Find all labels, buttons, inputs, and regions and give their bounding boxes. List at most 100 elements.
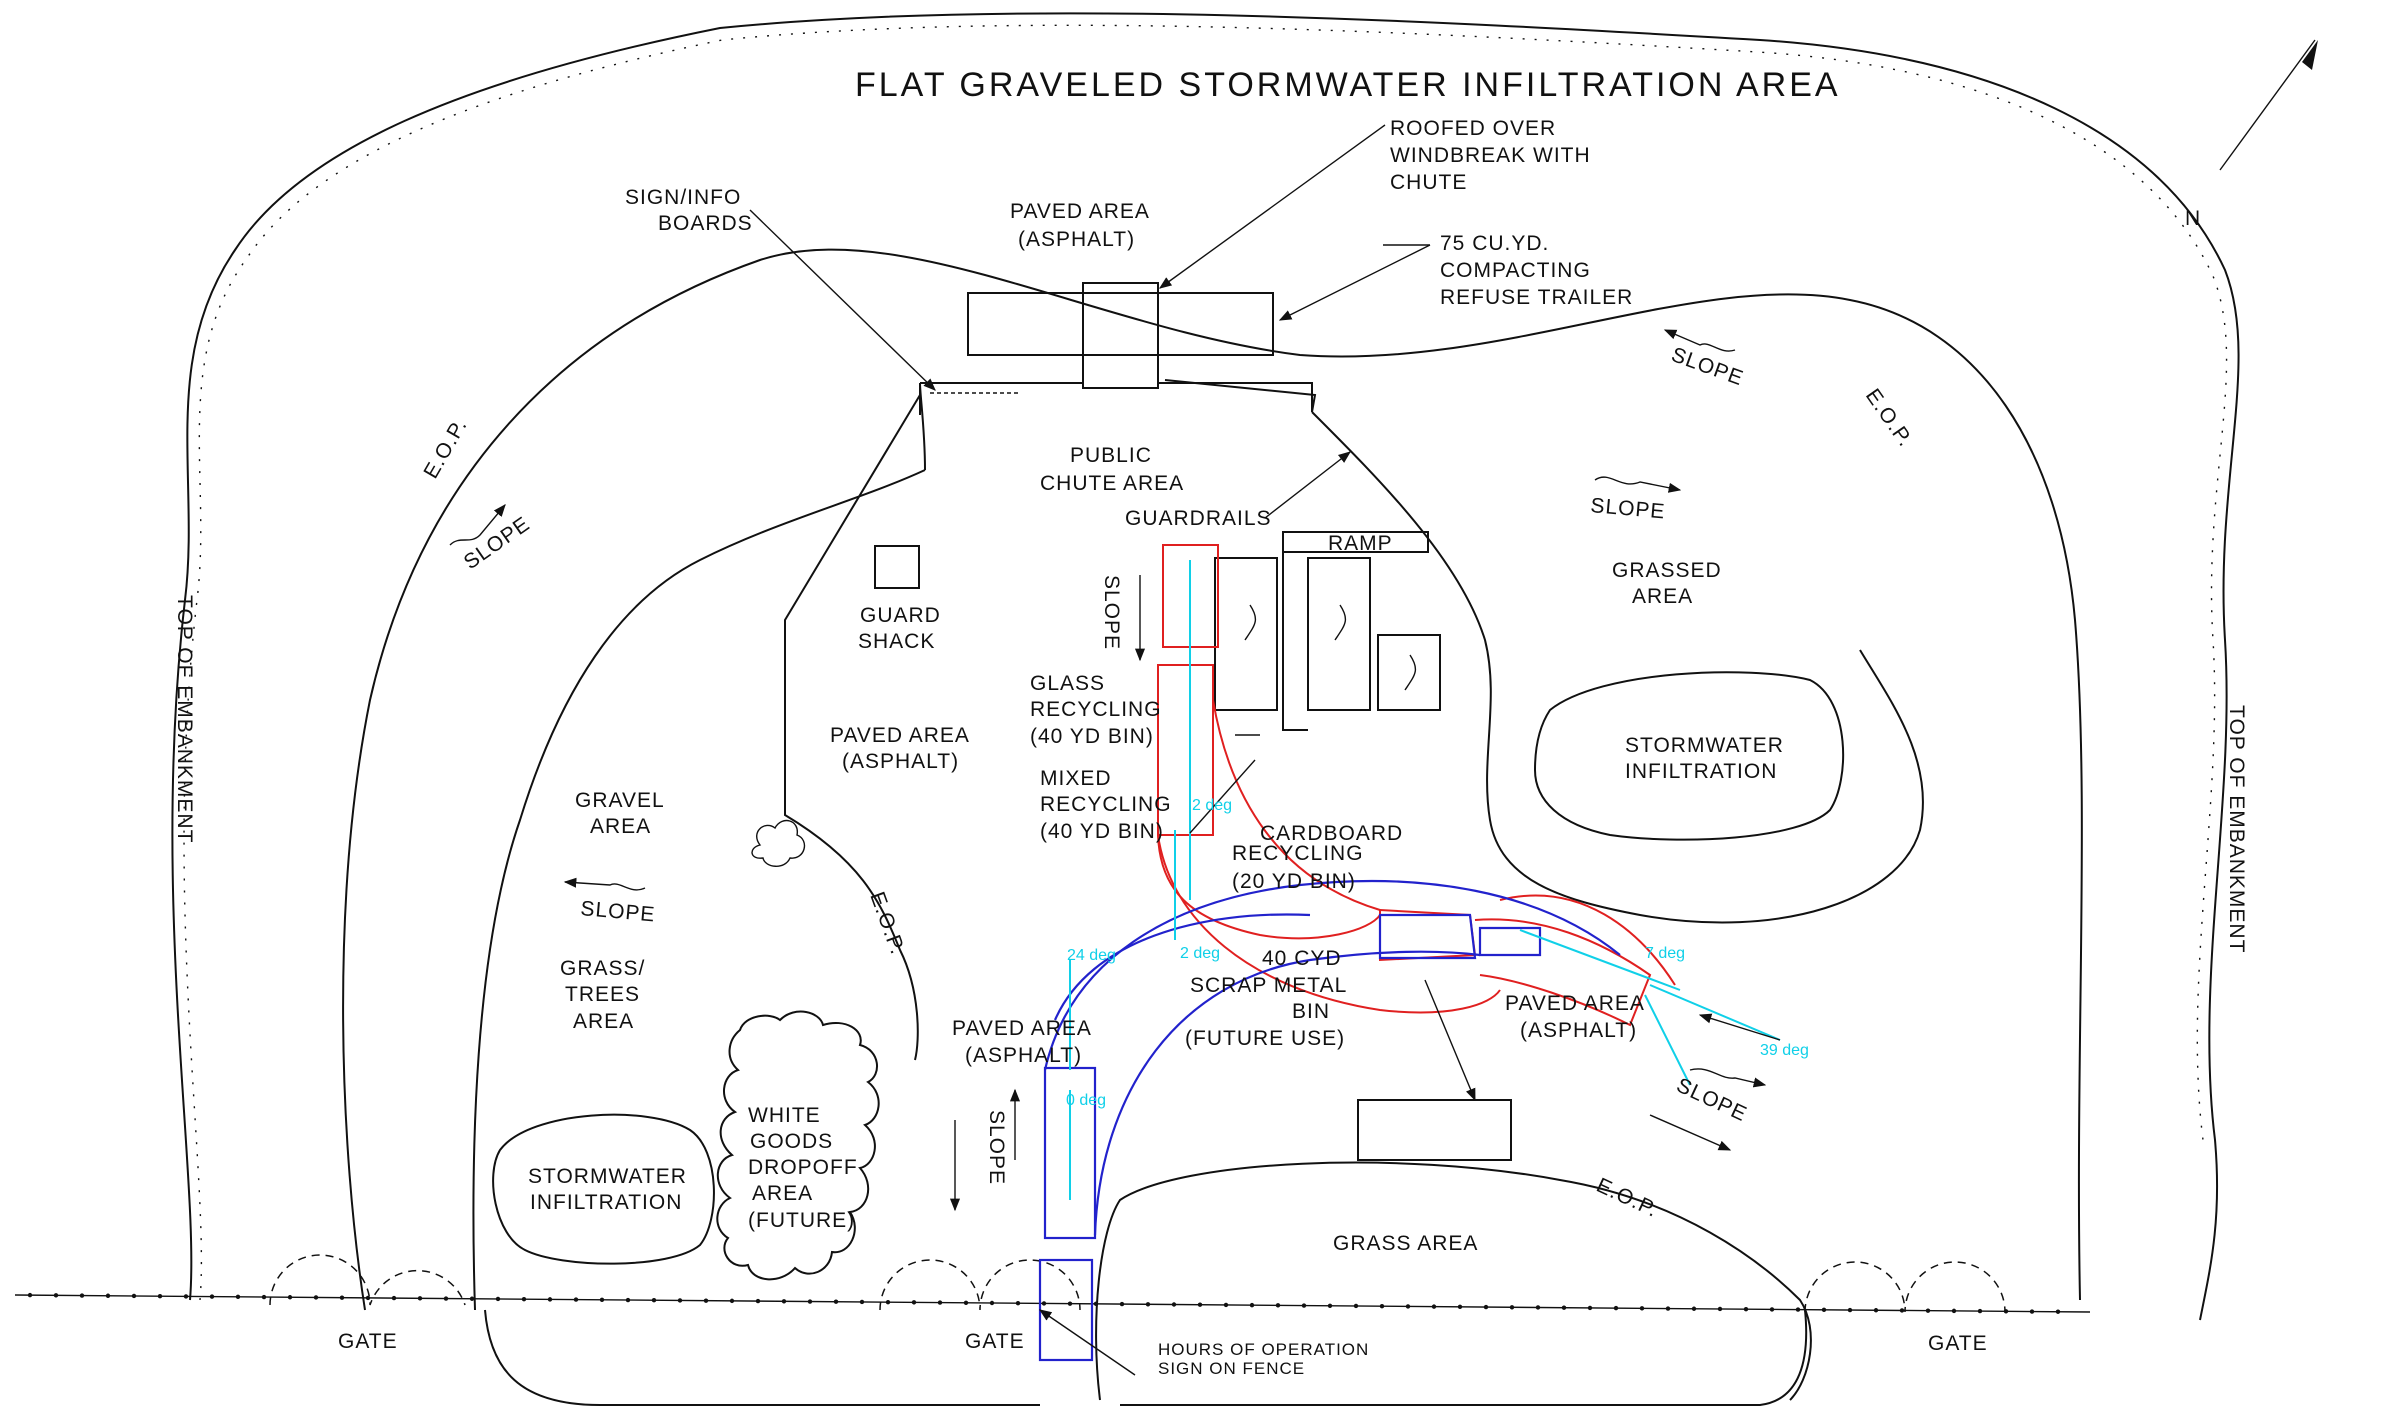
trailer-label-2: COMPACTING: [1440, 259, 1591, 282]
north-arrow-icon: [2219, 39, 2318, 171]
outer-embankment-edge: [171, 12, 2240, 1321]
glass-label-3: (40 YD BIN): [1030, 725, 1154, 748]
stormwater-pond-right: [1533, 671, 1845, 841]
grass-trees-label-3: AREA: [573, 1010, 634, 1033]
gate-arcs: [269, 1254, 2006, 1313]
fence-post: [1873, 1308, 1879, 1313]
north-label: N: [2185, 207, 2201, 230]
paved-mid-label-1: PAVED AREA: [830, 724, 970, 747]
fence-post: [1561, 1305, 1567, 1310]
fence-post: [1353, 1303, 1359, 1309]
fence-post: [1483, 1304, 1489, 1310]
fence-post: [443, 1296, 449, 1301]
fence-post: [1977, 1308, 1983, 1314]
slope-label-right: SLOPE: [1673, 1074, 1751, 1127]
gravel-label-1: GRAVEL: [575, 789, 665, 812]
guard-shack-label-1: GUARD: [860, 604, 941, 627]
fence-post: [1301, 1303, 1307, 1308]
grass-trees-label-2: TREES: [565, 983, 640, 1006]
fence-post: [157, 1293, 163, 1299]
sign-info-label-1: SIGN/INFO: [625, 186, 741, 209]
grass-trees-label-1: GRASS/: [560, 957, 645, 980]
fence-post: [833, 1299, 839, 1304]
stormwater-right-label-1: STORMWATER: [1625, 734, 1784, 757]
fence-post: [1951, 1308, 1957, 1314]
gravel-label-2: AREA: [590, 815, 651, 838]
fence-post: [625, 1297, 631, 1303]
stormwater-left-label-1: STORMWATER: [528, 1165, 687, 1188]
guard-shack-label-2: SHACK: [858, 630, 935, 653]
fence-post: [1431, 1304, 1437, 1309]
chute-box: [1082, 354, 1159, 389]
fence-post: [1249, 1302, 1255, 1308]
grassed-label-2: AREA: [1632, 585, 1693, 608]
cardboard-bin-rect: [1377, 634, 1441, 711]
fence-post: [365, 1295, 371, 1301]
paved-mid-label-2: (ASPHALT): [842, 750, 959, 773]
eop-label-left: E.O.P.: [419, 415, 471, 483]
roofed-windbreak-rect: [1082, 282, 1159, 389]
fence-post: [1223, 1302, 1229, 1308]
fence-post: [1067, 1301, 1073, 1306]
angle-label-0: 0 deg: [1066, 1092, 1106, 1109]
fence-post: [1171, 1302, 1177, 1307]
fence-post: [261, 1294, 267, 1300]
fence-post: [1015, 1301, 1021, 1306]
fence-post: [1665, 1306, 1671, 1311]
fence-post: [729, 1298, 735, 1304]
paved-right-label-1: PAVED AREA: [1505, 992, 1645, 1015]
stormwater-left-label-2: INFILTRATION: [530, 1191, 682, 1214]
roofed-label-2: WINDBREAK WITH: [1390, 144, 1591, 167]
white-goods-label-1: WHITE: [748, 1104, 821, 1127]
fence-post: [469, 1296, 475, 1301]
grass-area-boundary: [1095, 1161, 1812, 1401]
shrub-icon: [751, 819, 806, 867]
fence-post: [885, 1299, 891, 1305]
eop-label-right: E.O.P.: [1861, 385, 1917, 452]
compacting-trailer-rect: [967, 292, 1274, 356]
angle-label-39: 39 deg: [1760, 1042, 1809, 1059]
fence-post: [1535, 1305, 1541, 1310]
angle-label-2-upper: 2 deg: [1192, 797, 1232, 814]
gate-label-left: GATE: [338, 1330, 398, 1353]
lower-left-pad: [484, 1309, 1040, 1406]
ramp-rect: [1282, 531, 1429, 553]
sign-info-label-2: BOARDS: [658, 212, 753, 235]
public-chute-label-2: CHUTE AREA: [1040, 472, 1184, 495]
slope-label-left: SLOPE: [460, 512, 535, 574]
fence-post: [859, 1299, 865, 1305]
scrap-label-2: SCRAP METAL: [1190, 974, 1347, 997]
glass-label-2: RECYCLING: [1030, 698, 1162, 721]
paved-top-label-2: (ASPHALT): [1018, 228, 1135, 251]
ramp-label: RAMP: [1328, 532, 1393, 555]
roofed-label-3: CHUTE: [1390, 171, 1467, 194]
gate-label-right: GATE: [1928, 1332, 1988, 1355]
lower-right-pad: [1120, 1309, 1808, 1406]
stormwater-right-label-2: INFILTRATION: [1625, 760, 1777, 783]
fence-post: [105, 1293, 111, 1298]
fence-post: [651, 1298, 657, 1303]
fence-post: [781, 1299, 787, 1304]
slope-arrow-icon: [449, 329, 1767, 1212]
fence-post: [755, 1298, 761, 1304]
fence-post: [2029, 1309, 2035, 1314]
top-embankment-right: TOP OF EMBANKMENT: [2225, 705, 2248, 953]
fence-post: [1899, 1308, 1905, 1313]
fence-post: [1613, 1305, 1619, 1311]
gate-label-mid: GATE: [965, 1330, 1025, 1353]
mixed-label-3: (40 YD BIN): [1040, 820, 1164, 843]
fence-post: [1379, 1303, 1385, 1309]
scrap-label-1: 40 CYD: [1262, 947, 1342, 970]
title-label: FLAT GRAVELED STORMWATER INFILTRATION AR…: [855, 66, 1841, 104]
scrap-label-3: BIN: [1292, 1000, 1330, 1023]
slope-label-lower: SLOPE: [985, 1110, 1008, 1185]
fence-post: [53, 1293, 59, 1298]
fence-post: [703, 1298, 709, 1303]
angle-label-7: 7 deg: [1645, 945, 1685, 962]
white-goods-label-3: DROPOFF: [748, 1156, 858, 1179]
slope-label-grassed: SLOPE: [1590, 494, 1667, 523]
fence-post: [1769, 1307, 1775, 1312]
glass-bin-rect: [1214, 557, 1278, 711]
fence-post: [807, 1299, 813, 1304]
